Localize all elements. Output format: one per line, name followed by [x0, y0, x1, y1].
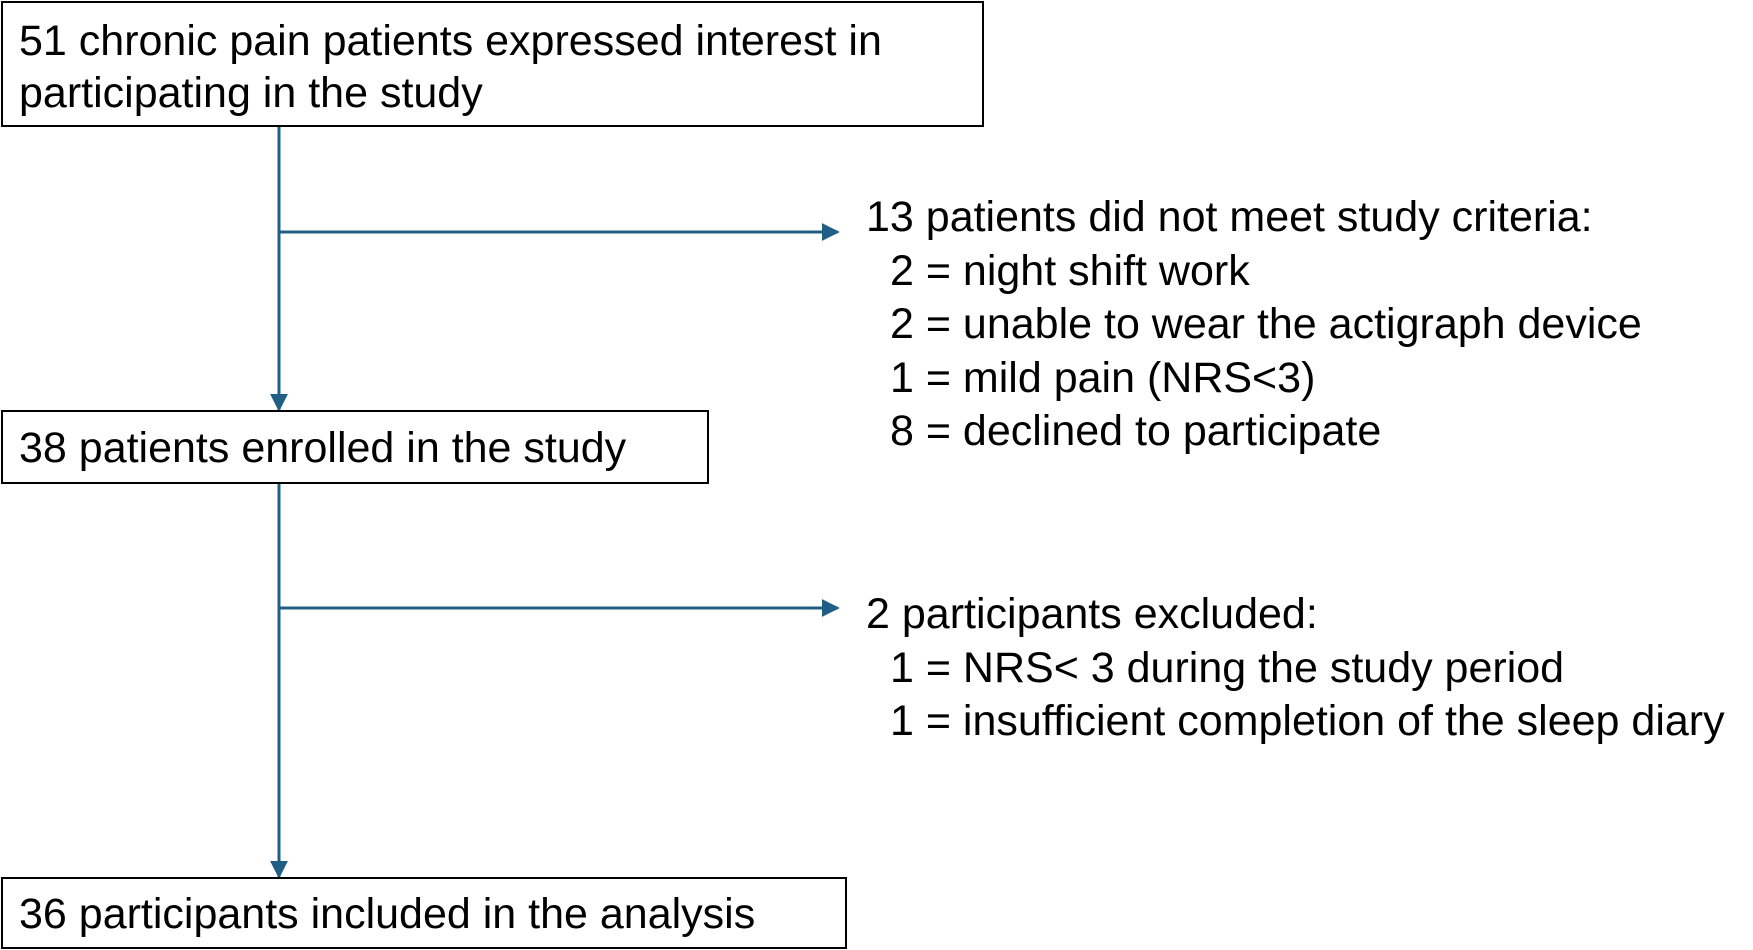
- participant-exclusion-heading: 2 participants excluded:: [866, 590, 1318, 638]
- screened-line-2: participating in the study: [19, 69, 483, 117]
- participant-exclusion-item: 1 = insufficient completion of the sleep…: [890, 697, 1725, 745]
- criteria-exclusion-item: 2 = night shift work: [890, 246, 1250, 295]
- criteria-exclusion-heading: 13 patients did not meet study criteria:: [866, 193, 1593, 241]
- criteria-exclusion-note: 13 patients did not meet study criteria:…: [866, 191, 1642, 459]
- screened-line-1: 51 chronic pain patients expressed inter…: [19, 17, 882, 65]
- criteria-exclusion-item: 2 = unable to wear the actigraph device: [890, 300, 1642, 348]
- participant-exclusion-item: 1 = NRS< 3 during the study period: [890, 643, 1565, 692]
- analyzed-text: 36 participants included in the analysis: [19, 890, 756, 938]
- criteria-exclusion-item: 8 = declined to participate: [890, 407, 1382, 455]
- enrolled-box: 38 patients enrolled in the study: [1, 410, 709, 484]
- enrolled-text: 38 patients enrolled in the study: [19, 424, 627, 472]
- screened-box: 51 chronic pain patients expressed inter…: [1, 1, 984, 127]
- criteria-exclusion-item: 1 = mild pain (NRS<3): [890, 353, 1316, 402]
- analyzed-box: 36 participants included in the analysis: [1, 877, 847, 949]
- participant-exclusion-note: 2 participants excluded: 1 = NRS< 3 duri…: [866, 588, 1725, 749]
